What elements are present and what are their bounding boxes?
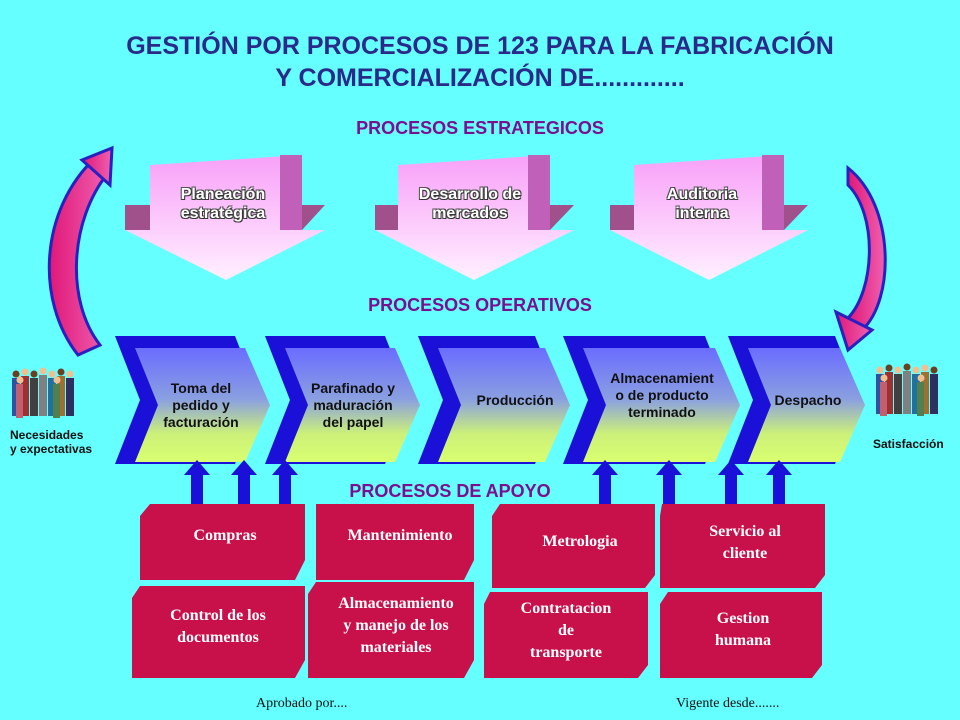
footer-valid-from: Vigente desde....... [676,696,780,711]
op-chevron-4 [563,336,740,464]
strategic-arrow-1 [125,155,325,280]
operational-chevrons [115,336,865,464]
strategic-process-label: Planeación estratégica [180,186,266,222]
support-process-label: Control de los documentos [170,607,266,646]
strategic-arrow-3 [610,155,808,280]
right-curved-arrow [833,164,887,353]
support-arrows [184,460,792,508]
support-process-label: Servicio al cliente [709,523,781,562]
support-process-label: Mantenimiento [347,527,453,544]
support-process-label: Almacenamiento y manejo de los materiale… [338,595,454,656]
operational-process-label: Parafinado y maduración del papel [310,379,396,430]
section-operational: PROCESOS OPERATIVOS [368,295,592,315]
op-chevron-2 [265,336,420,464]
operational-process-label: Producción [476,391,554,408]
section-strategic: PROCESOS ESTRATEGICOS [356,118,604,138]
strategic-arrow-2 [375,155,574,280]
section-support: PROCESOS DE APOYO [349,481,551,501]
people-group-left [12,367,74,418]
input-label: Necesidades y expectativas [10,428,93,456]
left-curved-arrow [47,145,114,357]
page-title: GESTIÓN POR PROCESOS DE 123 PARA LA FABR… [126,32,834,92]
operational-process-label: Almacenamient o de producto terminado [610,369,714,420]
op-chevron-5 [728,336,865,464]
support-process-label: Contratacion de transporte [520,600,612,661]
support-process-label: Metrologia [542,533,618,550]
footer-approved: Aprobado por.... [256,696,348,711]
support-process-label: Compras [193,527,257,544]
operational-process-label: Toma del pedido y facturación [163,379,239,430]
strategic-process-label: Desarrollo de mercados [418,186,522,222]
output-label: Satisfacción [873,437,944,451]
strategic-process-label: Auditoria interna [666,186,738,222]
people-group-right [876,363,938,416]
op-chevron-3 [418,336,570,464]
support-process-label: Gestion humana [714,610,772,649]
support-boxes [132,504,825,678]
op-chevron-1 [115,336,270,464]
operational-process-label: Despacho [774,391,842,408]
